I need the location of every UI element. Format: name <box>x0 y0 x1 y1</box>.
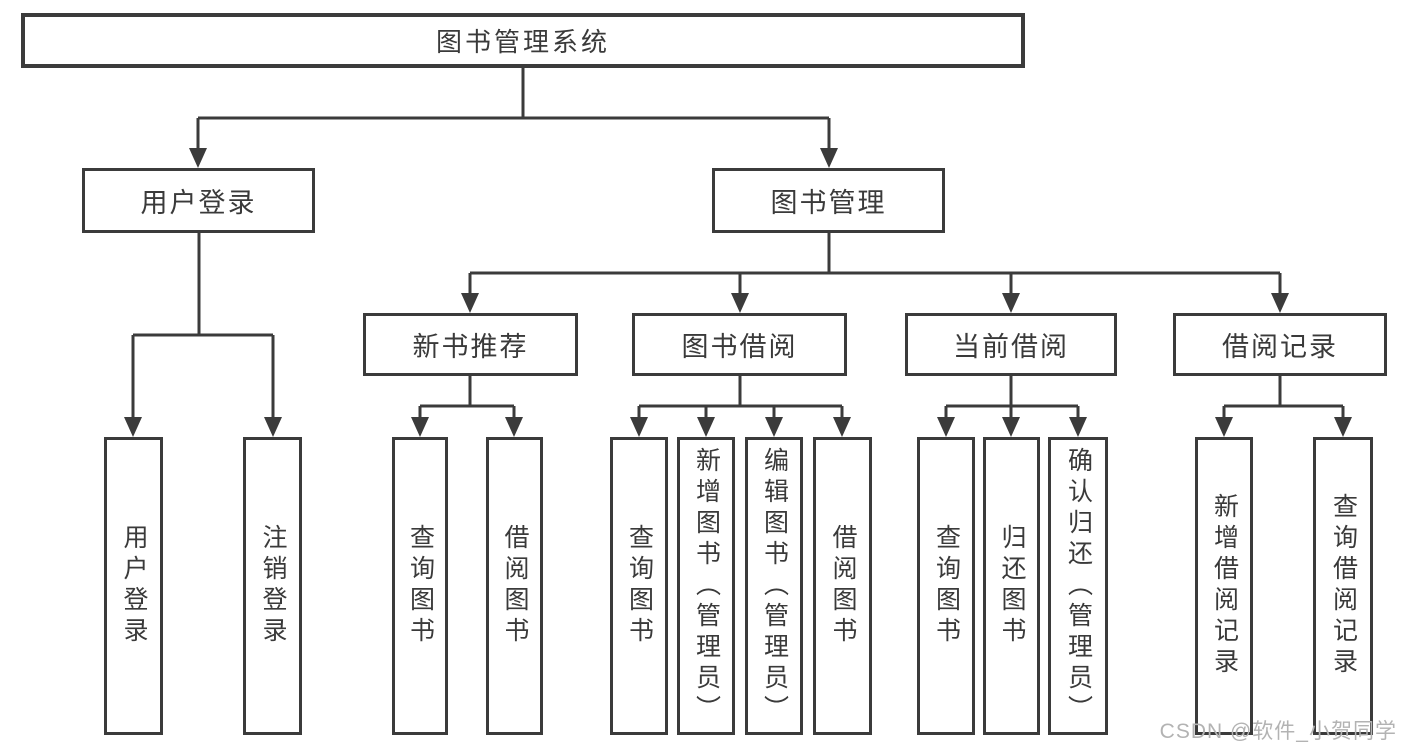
node-current-borrowing-label: 当前借阅 <box>953 332 1069 362</box>
node-leaf-query-books-borrowing-label: 查询图书 <box>625 524 654 648</box>
node-leaf-return-books: 归还图书 <box>983 437 1040 735</box>
node-leaf-borrow-books-borrowing: 借阅图书 <box>813 437 872 735</box>
csdn-watermark: CSDN @软件_小贺同学 <box>1159 720 1397 743</box>
node-leaf-confirm-return-admin: 确认归还（管理员） <box>1048 437 1108 735</box>
node-book-borrowing-label: 图书借阅 <box>681 332 798 362</box>
node-user-login-branch: 用户登录 <box>82 168 315 233</box>
node-current-borrowing: 当前借阅 <box>905 313 1117 376</box>
node-leaf-borrow-books-borrowing-label: 借阅图书 <box>829 524 857 648</box>
node-borrowing-records-label: 借阅记录 <box>1222 332 1338 362</box>
node-leaf-query-books-current: 查询图书 <box>917 437 975 735</box>
node-leaf-return-books-label: 归还图书 <box>998 524 1026 648</box>
node-new-book-recommend-label: 新书推荐 <box>412 332 529 362</box>
node-leaf-logout-label: 注销登录 <box>259 524 287 648</box>
node-leaf-confirm-return-admin-label: 确认归还（管理员） <box>1064 446 1093 726</box>
node-leaf-add-books-admin-label: 新增图书（管理员） <box>692 446 721 726</box>
node-leaf-query-books-recommend: 查询图书 <box>392 437 448 735</box>
node-leaf-query-borrow-record: 查询借阅记录 <box>1313 437 1373 735</box>
node-root: 图书管理系统 <box>21 13 1025 68</box>
node-leaf-query-borrow-record-label: 查询借阅记录 <box>1329 493 1358 679</box>
node-book-management: 图书管理 <box>712 168 945 233</box>
node-leaf-user-login-label: 用户登录 <box>120 524 148 648</box>
node-leaf-edit-books-admin-label: 编辑图书（管理员） <box>760 446 789 726</box>
node-leaf-borrow-books-recommend-label: 借阅图书 <box>501 524 529 648</box>
node-new-book-recommend: 新书推荐 <box>363 313 578 376</box>
node-leaf-query-books-borrowing: 查询图书 <box>610 437 668 735</box>
node-leaf-edit-books-admin: 编辑图书（管理员） <box>745 437 803 735</box>
node-book-borrowing: 图书借阅 <box>632 313 847 376</box>
node-leaf-borrow-books-recommend: 借阅图书 <box>486 437 543 735</box>
node-leaf-query-books-recommend-label: 查询图书 <box>406 524 435 648</box>
connector-path <box>131 68 1345 419</box>
node-book-management-label: 图书管理 <box>770 188 887 218</box>
node-leaf-user-login: 用户登录 <box>104 437 163 735</box>
node-user-login-branch-label: 用户登录 <box>140 188 257 218</box>
node-leaf-query-books-current-label: 查询图书 <box>932 524 961 648</box>
node-root-label: 图书管理系统 <box>435 27 610 57</box>
node-leaf-add-books-admin: 新增图书（管理员） <box>677 437 735 735</box>
node-leaf-logout: 注销登录 <box>243 437 302 735</box>
node-leaf-add-borrow-record: 新增借阅记录 <box>1195 437 1253 735</box>
node-leaf-add-borrow-record-label: 新增借阅记录 <box>1210 493 1239 679</box>
node-borrowing-records: 借阅记录 <box>1173 313 1387 376</box>
